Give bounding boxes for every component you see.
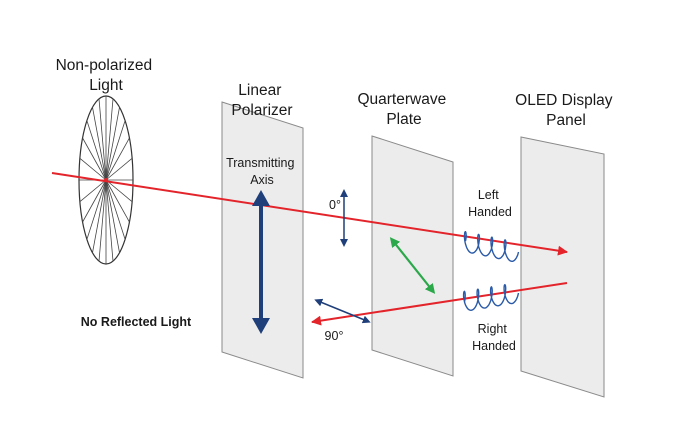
quarterwave-plate-panel (371, 135, 454, 377)
polarization-90deg-arrow (314, 298, 371, 324)
panel-label: OLED Display Panel (515, 92, 617, 129)
spoke-line (105, 137, 130, 181)
spoke-line (98, 179, 107, 262)
spoke-line (86, 120, 107, 181)
spoke-line (79, 157, 107, 181)
left-handed-helix-icon (463, 231, 520, 262)
quarterwave-axis-arrow (389, 237, 436, 294)
spoke-line (92, 107, 107, 181)
spoke-line (105, 179, 133, 203)
no-reflected-light-label: No Reflected Light (81, 315, 192, 329)
polarizer-label: Linear Polarizer (231, 82, 292, 119)
right-handed-helix-icon (462, 283, 520, 312)
spoke-line (105, 179, 126, 240)
left-handed-label: Left Handed (468, 188, 512, 219)
waveplate-label: Quarterwave Plate (357, 91, 450, 128)
spoke-line (105, 179, 120, 253)
spoke-line (82, 179, 107, 223)
oled-display-panel (520, 136, 605, 398)
angle-90-label: 90° (325, 329, 344, 343)
spoke-line (98, 98, 107, 181)
source-label: Non-polarized Light (56, 57, 157, 94)
spoke-line (86, 179, 107, 240)
spoke-line (105, 179, 114, 262)
spoke-line (79, 179, 107, 203)
spoke-line (92, 179, 107, 253)
spoke-line (82, 137, 107, 181)
transmitting-axis-arrow (252, 190, 270, 334)
right-handed-label: Right Handed (472, 322, 516, 353)
spoke-line (105, 98, 114, 181)
spoke-line (105, 157, 133, 181)
spoke-line (105, 107, 120, 181)
incident-beam (51, 172, 568, 256)
unpolarized-light-icon (78, 95, 134, 265)
spoke-line (105, 120, 126, 181)
spoke-line (105, 179, 130, 223)
angle-0-label: 0° (329, 198, 341, 212)
transmitting-axis-label: Transmitting Axis (226, 156, 298, 187)
